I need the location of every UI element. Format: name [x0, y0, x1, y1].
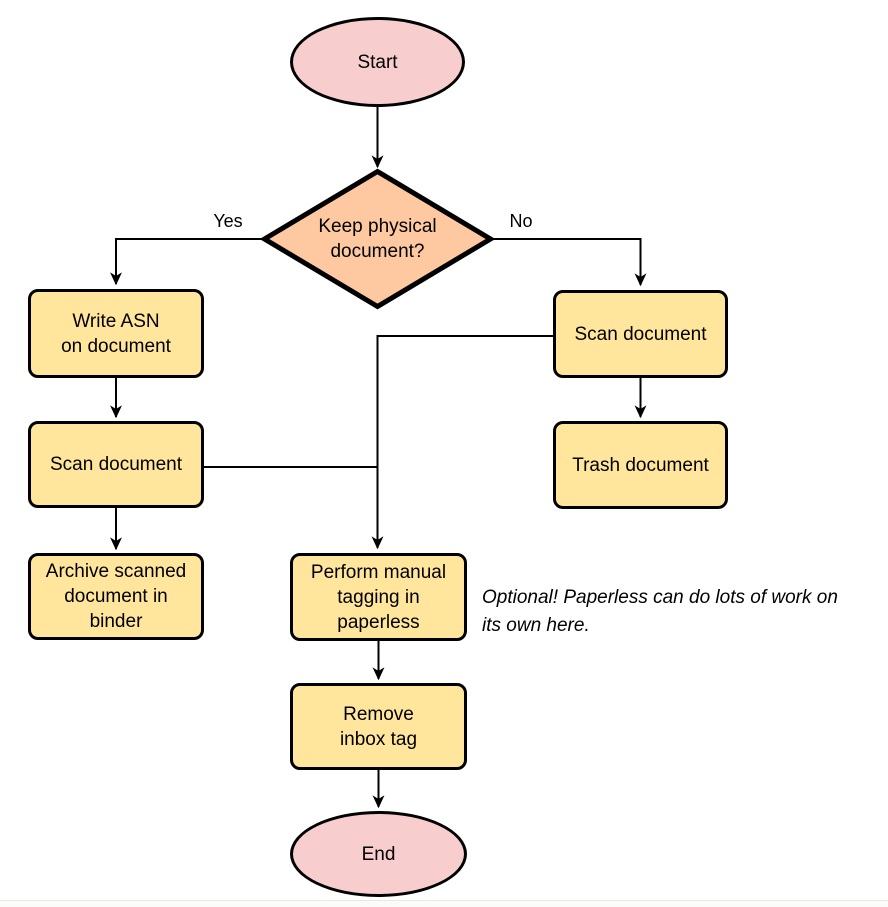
node-archive-binder-label: Archive scanned document in binder: [45, 561, 187, 632]
node-scan-document-right-label: Scan document: [574, 323, 707, 345]
node-remove-inbox-tag: Remove inbox tag: [290, 683, 467, 770]
node-archive-binder: Archive scanned document in binder: [28, 553, 204, 640]
optional-note: Optional! Paperless can do lots of work …: [482, 587, 838, 636]
node-end: End: [290, 811, 467, 897]
edge-decision-yes-to-write-asn: [110, 238, 263, 286]
bottom-divider: [0, 900, 888, 901]
node-trash-document-label: Trash document: [572, 454, 709, 476]
node-scan-document-right: Scan document: [553, 290, 728, 378]
node-remove-inbox-tag-label: Remove inbox tag: [339, 703, 418, 750]
node-trash-document: Trash document: [553, 421, 728, 509]
node-start: Start: [290, 17, 465, 107]
edge-label-yes: Yes: [213, 211, 243, 231]
node-scan-document-left-label: Scan document: [49, 454, 183, 475]
node-decision: Keep physical document?: [287, 214, 468, 264]
node-end-label: End: [361, 843, 396, 865]
edge-decision-no-to-scan-right: [492, 238, 647, 287]
edge-label-no: No: [509, 211, 533, 231]
node-manual-tagging-label: Perform manual tagging in paperless: [310, 561, 447, 633]
node-manual-tagging: Perform manual tagging in paperless: [290, 553, 467, 641]
edge-scan-right-to-tagging: [371, 335, 553, 550]
bottom-strip: [0, 901, 888, 907]
node-start-label: Start: [357, 51, 398, 73]
node-decision-label: Keep physical document?: [318, 216, 437, 262]
node-scan-document-left: Scan document: [28, 421, 204, 508]
decision-diamond-shape: [259, 168, 496, 310]
node-write-asn-label: Write ASN on document: [61, 310, 171, 357]
node-write-asn: Write ASN on document: [28, 289, 204, 378]
